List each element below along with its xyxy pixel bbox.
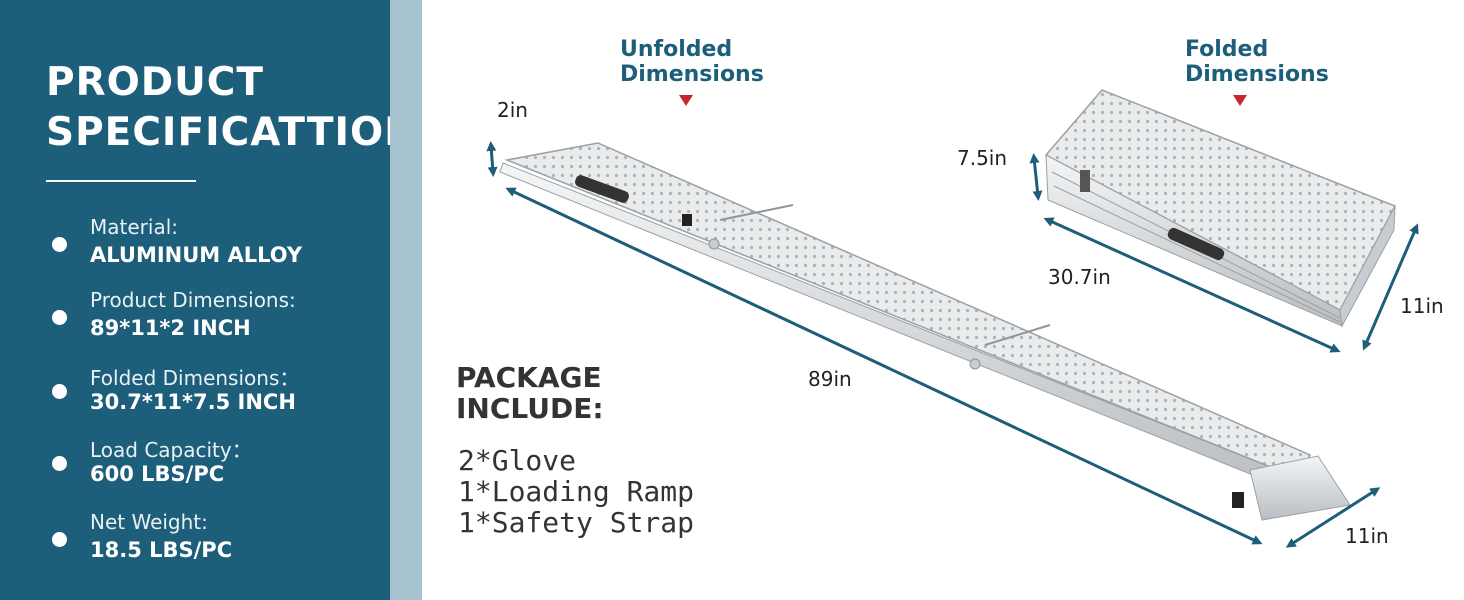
spec-panel: PRODUCT SPECIFICATTION Material: ALUMINU… (0, 0, 417, 600)
bullet-icon (52, 532, 67, 547)
spec-label: Net Weight: (90, 510, 208, 534)
package-title-line2: INCLUDE: (456, 392, 604, 425)
list-item: 1*Loading Ramp (458, 475, 695, 508)
panel-title-line2: SPECIFICATTION (46, 110, 418, 155)
marker-triangle-icon (679, 95, 693, 106)
package-title: PACKAGE INCLUDE: (456, 362, 604, 424)
bullet-icon (52, 237, 67, 252)
unfolded-heading: Unfolded Dimensions (620, 37, 764, 87)
spec-label: Material: (90, 215, 178, 239)
spec-value: 30.7*11*7.5 INCH (90, 390, 296, 414)
folded-width-label: 11in (1400, 294, 1444, 318)
bullet-icon (52, 310, 67, 325)
title-divider (46, 180, 196, 182)
list-item: 2*Glove (458, 444, 577, 477)
unfolded-heading-line1: Unfolded (620, 37, 733, 62)
panel-title-line1: PRODUCT (46, 60, 265, 105)
spec-value: 18.5 LBS/PC (90, 538, 233, 562)
marker-triangle-icon (1233, 95, 1247, 106)
spec-value: 600 LBS/PC (90, 462, 225, 486)
spec-label: Load Capacity： (90, 438, 252, 462)
package-title-line1: PACKAGE (456, 361, 602, 394)
unfolded-width-label: 11in (1345, 524, 1389, 548)
bullet-icon (52, 456, 67, 471)
unfolded-length-label: 89in (808, 367, 852, 391)
list-item: 1*Safety Strap (458, 506, 695, 539)
spec-value: ALUMINUM ALLOY (90, 243, 303, 267)
panel-title: PRODUCT SPECIFICATTION (46, 58, 418, 158)
folded-heading-line1: Folded (1185, 37, 1269, 62)
dimension-arrows (486, 141, 1419, 548)
folded-height-label: 7.5in (957, 146, 1008, 170)
folded-length-label: 30.7in (1048, 265, 1111, 289)
spec-label: Folded Dimensions： (90, 366, 300, 390)
accent-strip (390, 0, 422, 600)
folded-ramp (1044, 89, 1397, 328)
unfolded-heading-line2: Dimensions (620, 62, 764, 87)
package-list: 2*Glove 1*Loading Ramp 1*Safety Strap (458, 445, 694, 538)
unfolded-height-label: 2in (497, 98, 528, 122)
spec-label: Product Dimensions: (90, 288, 296, 312)
spec-value: 89*11*2 INCH (90, 316, 251, 340)
folded-heading-line2: Dimensions (1185, 62, 1329, 87)
folded-heading: Folded Dimensions (1185, 37, 1329, 87)
bullet-icon (52, 384, 67, 399)
